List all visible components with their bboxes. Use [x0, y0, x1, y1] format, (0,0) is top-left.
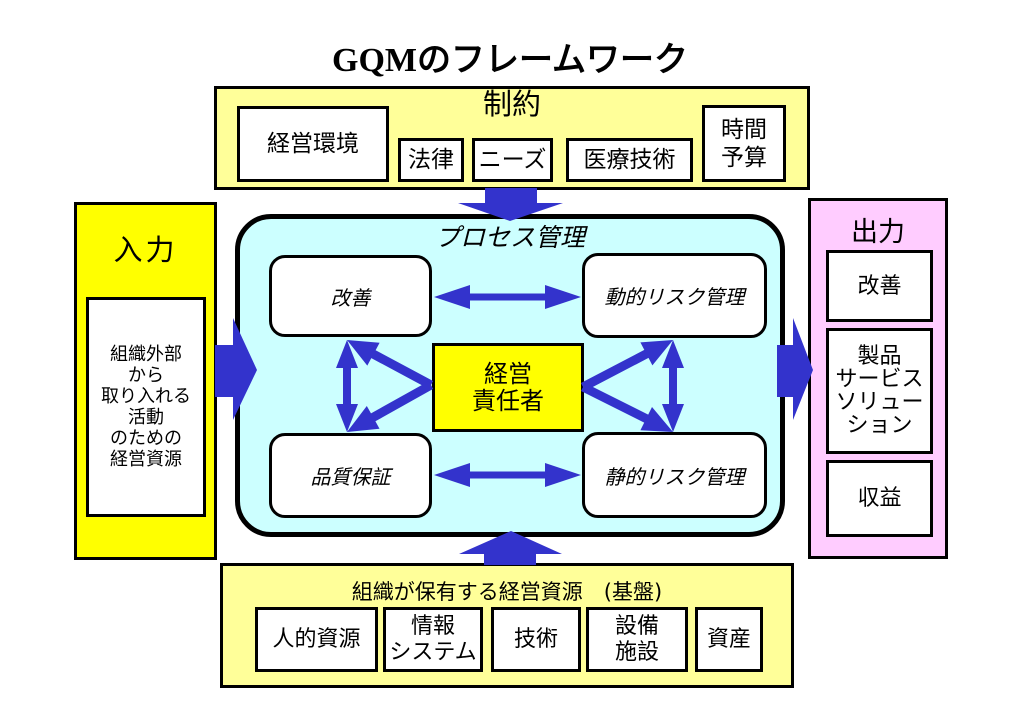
process-dynamic-risk-management: 動的リスク管理 — [582, 253, 767, 338]
constraint-medical-technology: 医療技術 — [566, 138, 693, 182]
output-products-services-solutions: 製品 サービス ソリュー ション — [826, 328, 933, 454]
process-quality-assurance: 品質保証 — [269, 433, 432, 518]
process-management-panel: プロセス管理 改善 動的リスク管理 品質保証 静的リスク管理 経営 責任者 — [235, 214, 785, 537]
constraint-needs: ニーズ — [472, 138, 553, 182]
process-static-risk-management: 静的リスク管理 — [582, 432, 767, 518]
process-management-label: プロセス管理 — [434, 223, 585, 252]
resource-information-system: 情報 システム — [383, 607, 483, 672]
resource-technology: 技術 — [491, 607, 581, 672]
constraint-business-environment: 経営環境 — [237, 106, 389, 182]
constraint-time-budget: 時間 予算 — [702, 105, 786, 182]
resource-human: 人的資源 — [255, 607, 378, 672]
resource-facilities: 設備 施設 — [586, 607, 688, 672]
input-panel: 入力 組織外部 から 取り入れる 活動 のための 経営資源 — [74, 202, 217, 560]
constraint-law: 法律 — [398, 138, 464, 182]
resource-assets: 資産 — [695, 607, 763, 672]
output-label: 出力 — [851, 217, 905, 248]
organizational-resources-panel: 組織が保有する経営資源 (基盤) 人的資源 情報 システム 技術 設備 施設 資… — [220, 563, 794, 688]
diagram-title: GQMのフレームワーク — [332, 42, 688, 79]
process-improvement: 改善 — [269, 255, 432, 337]
output-improvement: 改善 — [826, 250, 933, 322]
constraints-panel: 制約 経営環境 法律 ニーズ 医療技術 時間 予算 — [214, 86, 810, 190]
constraints-label: 制約 — [482, 87, 541, 121]
output-panel: 出力 改善 製品 サービス ソリュー ション 収益 — [808, 198, 948, 559]
resources-label: 組織が保有する経営資源 (基盤) — [351, 580, 663, 604]
input-label: 入力 — [113, 233, 178, 267]
input-external-resources: 組織外部 から 取り入れる 活動 のための 経営資源 — [86, 297, 206, 517]
management-executive-box: 経営 責任者 — [432, 343, 584, 432]
output-revenue: 収益 — [826, 460, 933, 537]
